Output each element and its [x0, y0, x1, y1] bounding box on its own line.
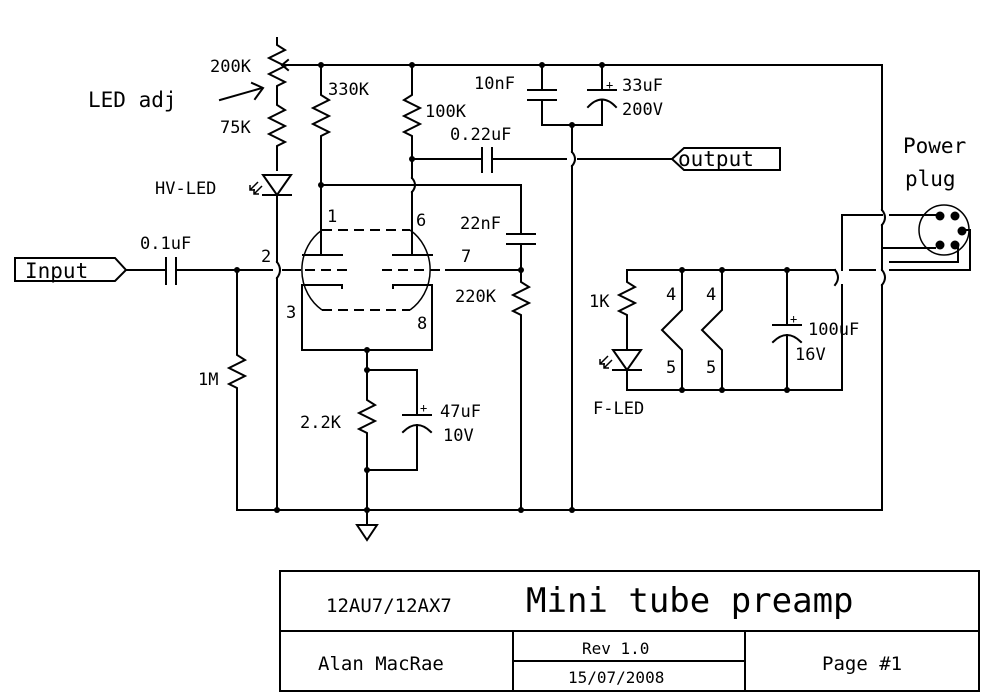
heater-supply — [626, 229, 971, 393]
input-port-label: Input — [25, 259, 88, 283]
c-100uf-voltage: 16V — [795, 345, 826, 365]
c-022uf-value: 0.22uF — [450, 125, 511, 145]
power-plug-label-2: plug — [905, 167, 956, 191]
f-led-label: F-LED — [593, 399, 644, 419]
cap-47uf: + 47uF 10V — [366, 369, 481, 471]
led-adj-label: LED adj — [88, 88, 177, 112]
heater-a-pin-top: 4 — [666, 285, 676, 305]
heater-b-pin-bottom: 5 — [706, 358, 716, 378]
resistor-2-2k: 2.2K — [300, 347, 378, 511]
pot-value: 200K — [210, 57, 252, 77]
input-port[interactable]: Input — [14, 257, 128, 283]
cap-022uf: 0.22uF — [411, 125, 673, 173]
title-block-date: 15/07/2008 — [568, 668, 664, 687]
title-block-title: Mini tube preamp — [526, 581, 854, 621]
c-22nf-value: 22nF — [460, 214, 501, 234]
pin-6: 6 — [416, 211, 426, 231]
cap-ground-wire — [491, 122, 673, 511]
pin-7: 7 — [461, 247, 471, 267]
output-port-label: output — [678, 147, 754, 171]
hv-led: HV-LED — [155, 174, 293, 511]
c-100uf-value: 100uF — [808, 320, 859, 340]
title-block-part: 12AU7/12AX7 — [326, 595, 452, 617]
r-2-2k-value: 2.2K — [300, 413, 342, 433]
cap-100uf: + 100uF 16V — [771, 269, 859, 391]
heater-a-pin-bottom: 5 — [666, 358, 676, 378]
resistor-1m: 1M — [198, 269, 248, 511]
c-47uf-voltage: 10V — [443, 426, 474, 446]
hv-led-label: HV-LED — [155, 179, 216, 199]
c-47uf-plus: + — [420, 401, 427, 415]
r-330k-value: 330K — [328, 80, 370, 100]
title-block-page: Page #1 — [822, 653, 902, 675]
plate-coupling-wire — [318, 182, 522, 234]
r-220k-value: 220K — [455, 287, 497, 307]
r-1k-value: 1K — [589, 292, 610, 312]
pin-8: 8 — [417, 314, 427, 334]
ground-symbol-icon — [355, 524, 379, 542]
cap-33uf: + 33uF 200V — [586, 62, 663, 126]
r-75k-value: 75K — [220, 118, 251, 138]
resistor-330k: 330K — [310, 62, 370, 231]
pin-2: 2 — [261, 247, 271, 267]
r-1m-value: 1M — [198, 370, 218, 390]
bplus-rail — [289, 64, 936, 511]
r-100k-value: 100K — [425, 102, 467, 122]
power-plug-connector: Power plug — [841, 134, 970, 271]
c-10nf-value: 10nF — [474, 74, 515, 94]
resistor-1k: 1K — [589, 269, 638, 351]
f-led: F-LED — [593, 349, 644, 419]
cap-10nf: 10nF — [474, 62, 603, 126]
heater-b-pin-top: 4 — [706, 285, 716, 305]
c-47uf-value: 47uF — [440, 402, 481, 422]
power-plug-label-1: Power — [903, 134, 966, 158]
pot-200k: 200K — [210, 37, 291, 91]
cap-01uf: 0.1uF — [125, 234, 301, 285]
c-33uf-voltage: 200V — [622, 100, 663, 120]
tube-12au7: 1 2 3 6 7 8 — [261, 207, 471, 351]
heater-b: 4 5 — [700, 269, 723, 391]
title-block-revision: Rev 1.0 — [582, 639, 649, 658]
output-port[interactable]: output — [670, 147, 781, 171]
resistor-220k: 220K — [455, 269, 532, 511]
led-adj-arrow: LED adj — [88, 81, 265, 112]
pin-1: 1 — [327, 207, 337, 227]
c-100uf-plus: + — [790, 312, 797, 326]
c-33uf-plus: + — [606, 78, 613, 92]
ground-bus — [236, 507, 883, 526]
c-33uf-value: 33uF — [622, 76, 663, 96]
c-01uf-value: 0.1uF — [140, 234, 191, 254]
title-block-author: Alan MacRae — [318, 653, 444, 675]
pin-3: 3 — [286, 303, 296, 323]
resistor-75k: 75K — [220, 89, 288, 171]
heater-a: 4 5 — [660, 269, 683, 391]
title-block: 12AU7/12AX7 Mini tube preamp Alan MacRae… — [279, 570, 980, 692]
resistor-100k: 100K — [401, 62, 467, 231]
